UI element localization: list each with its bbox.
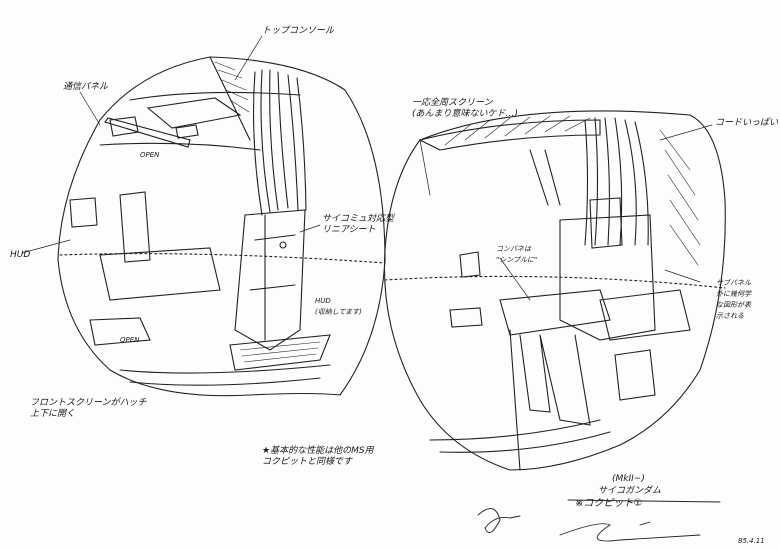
- caption-line2: サイコガンダム: [598, 486, 662, 496]
- label-hud-left: HUD: [10, 250, 31, 260]
- date: 85.4.11: [738, 537, 765, 545]
- signatures: [477, 499, 721, 542]
- label-sub-panel: サブパネル 外に幾何学 な図形が表 示される: [716, 279, 751, 320]
- label-top-console: トップコンソール: [262, 26, 335, 36]
- label-all-round-screen: 一応全周スクリーン (あんまり意味ないケド…): [412, 98, 519, 119]
- left-cockpit-drawing: [57, 56, 386, 397]
- label-open-bottom: OPEN: [120, 336, 140, 344]
- caption-line1: (MkII~): [612, 474, 645, 484]
- label-comm-panel: 通信パネル: [63, 82, 109, 92]
- label-control-panel: コンパネは "シンプルに": [496, 245, 538, 264]
- label-linear-seat: サイコミュ対応型 リニアシート: [322, 214, 395, 235]
- footer-note: ★基本的な性能は他のMS用 コクピットと同様です: [262, 446, 374, 467]
- label-front-screen: フロントスクリーンがハッチ 上下に開く: [30, 398, 147, 419]
- right-cockpit-drawing: [383, 110, 726, 471]
- label-hud-right: HUD (収納してます): [315, 297, 362, 316]
- label-open-top: OPEN: [140, 151, 160, 159]
- caption-line3: ※コクピット①: [575, 498, 643, 509]
- label-cables: コードいっぱい: [715, 118, 779, 128]
